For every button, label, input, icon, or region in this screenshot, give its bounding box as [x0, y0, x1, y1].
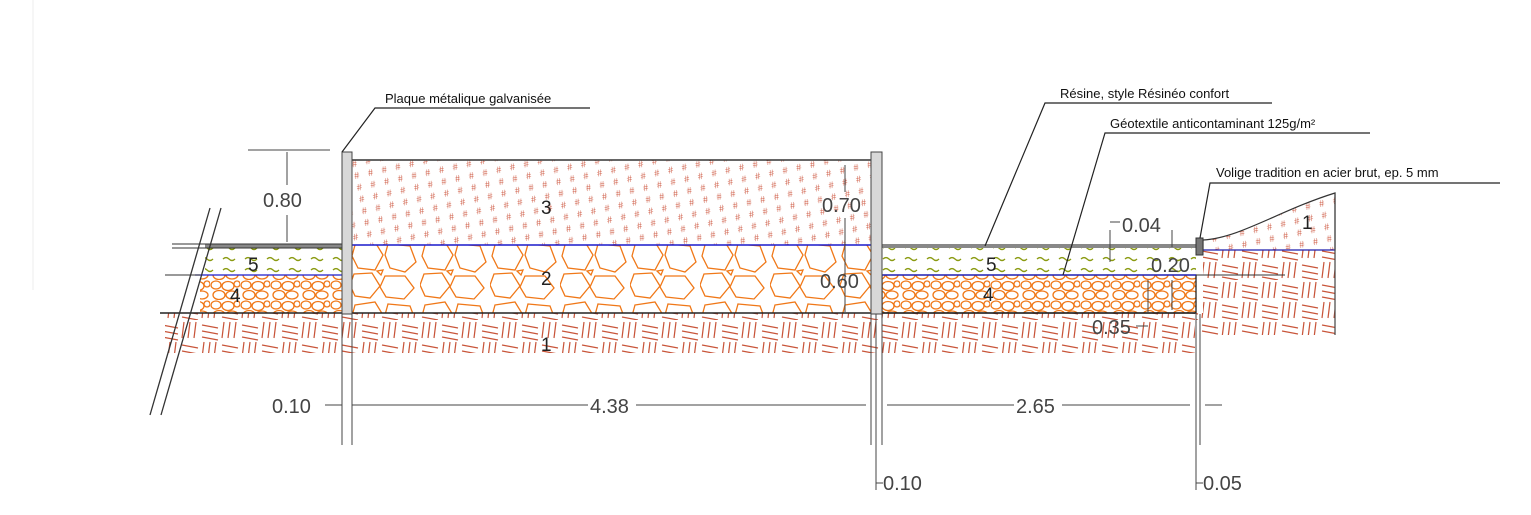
label-volige: Volige tradition en acier brut, ep. 5 mm	[1216, 165, 1439, 180]
layer-2-number: 2	[541, 269, 552, 290]
galvanized-plate-middle	[870, 151, 883, 315]
layer-5-right	[882, 248, 1196, 275]
label-resin: Résine, style Résinéo confort	[1060, 86, 1229, 101]
layer-1-right-number: 1	[1302, 213, 1313, 234]
volige-leader	[1199, 182, 1500, 239]
layer-3-topsoil	[352, 160, 871, 245]
layer-2-coarse-gravel	[352, 245, 871, 313]
geotextile-leader	[1062, 132, 1370, 276]
layer-3-number: 3	[541, 198, 552, 219]
break-line	[149, 207, 211, 416]
dim-004: 0.04	[1122, 215, 1161, 237]
steel-edging	[1195, 237, 1204, 256]
dim-010-mid: 0.10	[883, 473, 922, 495]
plate-leader	[341, 107, 590, 153]
dim-080: 0.80	[263, 190, 302, 212]
layer-5-left-number: 5	[248, 255, 259, 276]
dim-438: 4.38	[590, 396, 629, 418]
dim-035: 0.35	[1092, 317, 1131, 339]
layer-1-right-soil	[1196, 250, 1335, 335]
label-plate: Plaque métalique galvanisée	[385, 91, 551, 106]
layer-5-left	[205, 248, 342, 275]
dim-265: 2.65	[1016, 396, 1055, 418]
galvanized-plate-left	[341, 151, 353, 315]
layer-5-right-number: 5	[986, 255, 997, 276]
dim-070: 0.70	[822, 195, 861, 217]
layer-1-natural-soil	[165, 313, 1195, 353]
resin-leader	[984, 102, 1272, 247]
dim-005: 0.05	[1203, 473, 1242, 495]
layer-4-right-number: 4	[983, 285, 994, 306]
resin-surface	[882, 244, 1196, 248]
layer-1-right-topsoil	[1202, 192, 1336, 251]
label-geotextile: Géotextile anticontaminant 125g/m²	[1110, 116, 1316, 131]
layer-1-number: 1	[541, 335, 552, 356]
layer-4-right	[881, 274, 1197, 314]
dim-020: 0.20	[1151, 255, 1190, 277]
layer-4-left-number: 4	[230, 286, 241, 307]
dim-010-left: 0.10	[272, 396, 311, 418]
dim-060: 0.60	[820, 271, 859, 293]
layer-4-left	[200, 275, 342, 313]
